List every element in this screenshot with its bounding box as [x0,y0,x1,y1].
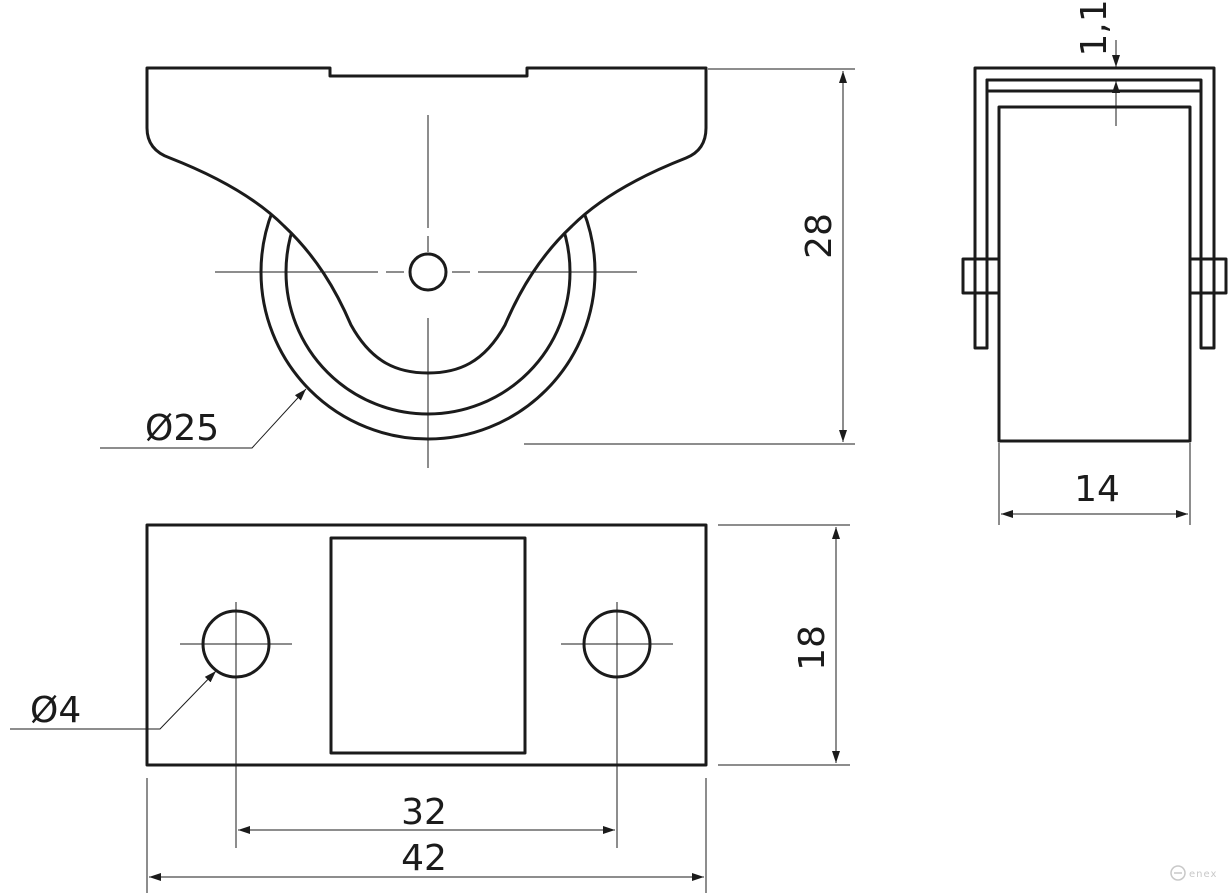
bracket-body [145,66,708,375]
thickness-label: 1,1 [1074,0,1115,57]
wheel-slot [329,536,527,755]
logo-icon [1170,865,1186,881]
logo-text: enex [1189,869,1217,880]
hole-diameter-label: Ø4 [30,690,81,731]
bracket-outer [973,66,1216,350]
plate-width-label: 18 [792,625,833,671]
axle-end-left [961,257,1001,295]
hole-diameter-leader [10,670,217,730]
width-label: 14 [1074,469,1120,510]
watermark-logo: enex [1170,865,1217,881]
plate-length-label: 42 [401,838,447,879]
side-view: 1,1 14 [961,0,1228,525]
wheel-side [997,105,1192,443]
wheel-diameter-label: Ø25 [145,408,219,449]
top-view: Ø4 18 32 42 [10,523,850,893]
hole-spacing-label: 32 [401,792,447,833]
front-view: Ø25 28 [100,66,855,468]
height-label: 28 [799,213,840,259]
axle-end-right [1188,257,1228,295]
mounting-plate [145,523,708,767]
wheel-diameter-leader [100,388,307,449]
axle-hole [408,252,448,292]
